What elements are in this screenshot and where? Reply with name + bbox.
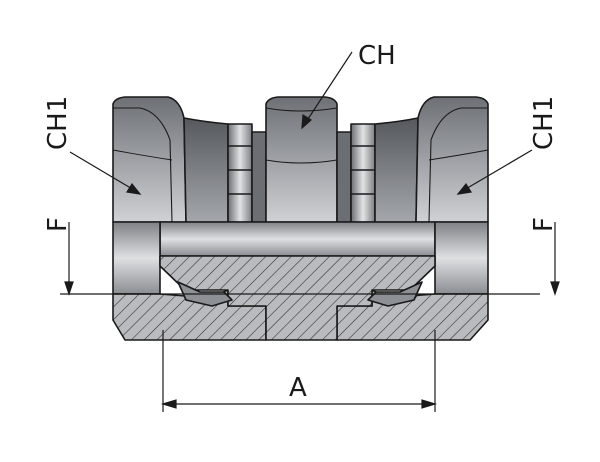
label-ch1-right: CH1 [529, 96, 559, 150]
left-hex-nut [112, 96, 187, 223]
center-hex [265, 96, 338, 223]
right-collar [374, 117, 419, 223]
left-socket [112, 221, 161, 295]
label-f-left: F [43, 217, 73, 232]
exterior-view [112, 96, 489, 223]
right-thread [336, 123, 376, 223]
label-ch: CH [358, 41, 396, 71]
right-socket [434, 221, 489, 295]
left-thread [227, 123, 267, 223]
label-ch1-left: CH1 [43, 96, 73, 150]
right-hex-nut [415, 96, 489, 223]
left-collar [183, 117, 229, 223]
label-f-right: F [529, 217, 559, 232]
inner-bore [159, 221, 436, 257]
section-view [112, 221, 489, 341]
annotations [60, 51, 560, 412]
label-a: A [289, 373, 307, 403]
center-section-body [159, 255, 436, 341]
